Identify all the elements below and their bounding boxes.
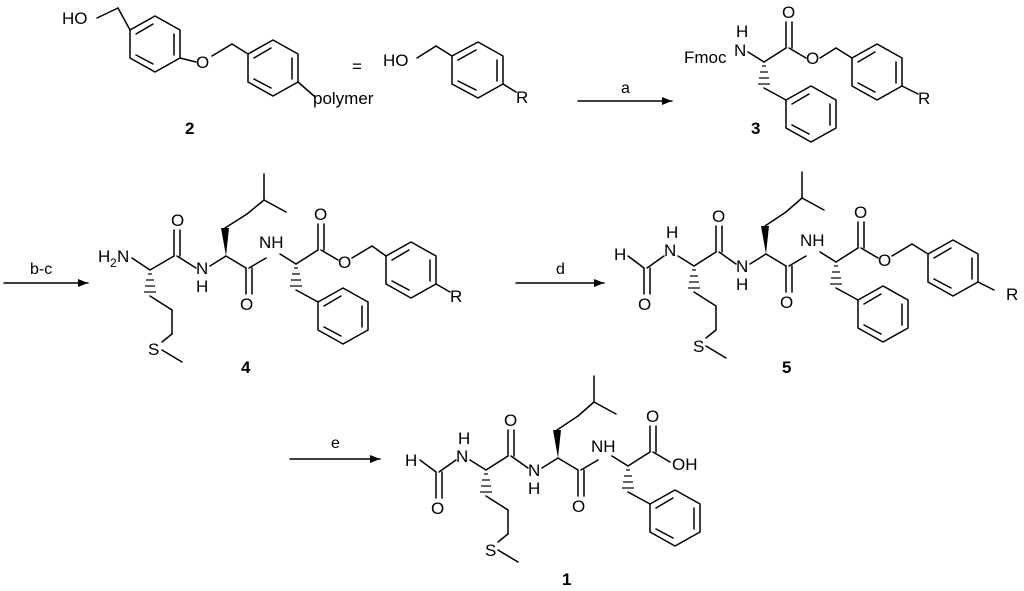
atom-ester-oxygen: O [338,253,351,272]
atom-amide-hydrogen: H [196,277,208,296]
compound-3-structure: Fmoc N H O O R [684,3,930,143]
atom-carbonyl-oxygen: O [782,3,795,22]
atom-hydrogen: H [736,22,748,41]
atom-formamide-nitrogen: N [664,241,676,260]
atom-fmoc: Fmoc [684,48,727,67]
atom-amide-nitrogen: N [196,259,208,278]
atom-formyl-hydrogen: H [405,451,417,470]
atom-r-group: R [918,89,930,108]
atom-amine-subscript: 2 [110,256,117,270]
atom-formamide-hydrogen: H [666,223,678,242]
compound-label-1: 1 [562,570,571,589]
atom-carbonyl-oxygen-2: O [572,497,585,516]
atom-hydroxyl: HO [62,9,88,28]
atom-r-group: R [516,88,528,107]
atom-nitrogen: N [734,41,746,60]
compound-label-5: 5 [782,358,791,377]
atom-amide-hydrogen: H [528,479,540,498]
atom-amine-nitrogen: N [117,247,129,266]
atom-amide-nitrogen: N [736,257,748,276]
atom-amine: H [98,247,110,266]
atom-carbonyl-oxygen: O [504,411,517,430]
atom-carbonyl-oxygen: O [171,211,184,230]
atom-hydroxyl: OH [672,455,698,474]
atom-carbonyl-oxygen: O [712,207,725,226]
reagent-label-a: a [621,80,630,97]
atom-formamide-hydrogen: H [458,429,470,448]
atom-nh-amide: NH [259,233,284,252]
atom-carbonyl-oxygen-2: O [780,293,793,312]
atom-carbonyl-oxygen-3: O [854,203,867,222]
atom-formyl-hydrogen: H [614,245,626,264]
atom-ester-oxygen: O [878,251,891,270]
compound-label-2: 2 [185,119,194,138]
atom-amide-nitrogen: N [528,461,540,480]
atom-polymer: polymer [313,89,374,108]
reagent-label-d: d [556,261,565,278]
compound-label-3: 3 [751,119,760,138]
compound-4-structure: H 2 N O N H O NH O O R [98,173,462,363]
atom-formyl-oxygen: O [431,499,444,518]
atom-r-group: R [1006,285,1018,304]
reagent-label-e: e [331,435,340,452]
atom-ester-oxygen: O [806,49,819,68]
resin-abbreviation-structure: HO R [383,41,528,107]
atom-r-group: R [450,287,462,306]
atom-ether-oxygen: O [196,53,209,72]
compound-5-structure: H O N H O N H O NH O O [614,171,1018,359]
atom-formyl-oxygen: O [638,295,651,314]
compound-2-structure: HO O polymer [62,7,374,108]
atom-nh-amide: NH [800,231,825,250]
stereo-wedge [761,226,769,254]
compound-label-4: 4 [241,358,251,377]
compound-1-structure: H O N H O N H O NH O OH [405,375,701,563]
atom-carbonyl-oxygen-2: O [240,295,253,314]
atom-sulfur: S [485,541,496,560]
equals-sign: = [352,57,362,76]
reagent-label-bc: b-c [30,261,52,278]
atom-amide-hydrogen: H [736,275,748,294]
atom-sulfur: S [148,340,159,359]
atom-acid-carbonyl-oxygen: O [646,407,659,426]
atom-formamide-nitrogen: N [456,447,468,466]
atom-sulfur: S [693,337,704,356]
atom-nh-amide: NH [591,437,616,456]
atom-hydroxyl-generic: HO [383,51,409,70]
stereo-wedge [221,228,229,256]
atom-carbonyl-oxygen-3: O [314,205,327,224]
stereo-wedge [553,430,561,458]
